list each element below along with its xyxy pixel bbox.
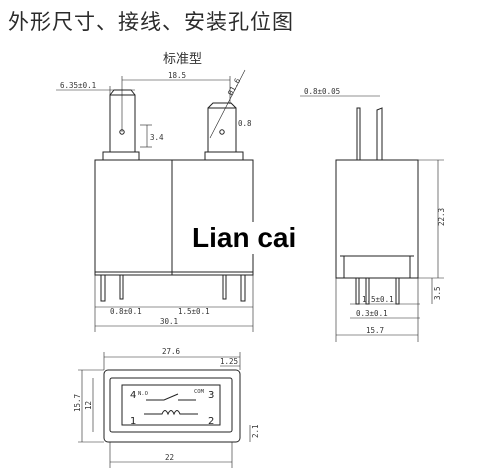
front-view-dimensions — [56, 69, 254, 332]
dim-length: 27.6 — [162, 347, 181, 356]
bottom-view-dimensions — [78, 352, 251, 468]
dim-height-inner: 12 — [84, 401, 93, 410]
pin-label-3: 3 — [208, 390, 214, 401]
dim-bottom-left: 0.8±0.1 — [110, 307, 142, 316]
dim-pin-spacing: 1.5±0.1 — [362, 295, 394, 304]
pin-note-right: COM — [194, 389, 205, 395]
dim-top-span: 18.5 — [168, 71, 186, 80]
dim-pin-offset: 1.25 — [220, 357, 238, 366]
dim-height-outer: 15.7 — [73, 394, 82, 412]
dim-slot: 3.4 — [150, 133, 164, 142]
variant-label: 标准型 — [163, 52, 203, 67]
dim-width: 30.1 — [160, 317, 178, 326]
bottom-view-body — [103, 369, 241, 443]
pin-label-1: 1 — [130, 416, 136, 427]
dim-height: 22.3 — [437, 208, 446, 226]
dim-pin-len: 3.5 — [433, 286, 442, 300]
dim-bottom-right: 1.5±0.1 — [178, 307, 210, 316]
dim-side-pin: 0.8±0.05 — [304, 87, 340, 96]
dim-depth: 15.7 — [366, 326, 384, 335]
dim-pin-span: 22 — [165, 453, 174, 462]
front-view-body — [94, 89, 254, 302]
dim-top-pin: 6.35±0.1 — [60, 81, 96, 90]
dim-pin-thickness: 0.3±0.1 — [356, 309, 388, 318]
pin-label-4: 4 — [130, 390, 136, 401]
side-view-body — [335, 107, 419, 305]
side-view-dimensions — [300, 95, 444, 342]
pin-note-left: N.O — [138, 391, 148, 397]
pin-label-2: 2 — [208, 416, 214, 427]
dim-small: 2.1 — [251, 424, 260, 438]
page-title: 外形尺寸、接线、安装孔位图 — [8, 10, 294, 34]
watermark: Lian cai — [190, 222, 299, 254]
dim-pin-width: 0.8 — [238, 119, 252, 128]
